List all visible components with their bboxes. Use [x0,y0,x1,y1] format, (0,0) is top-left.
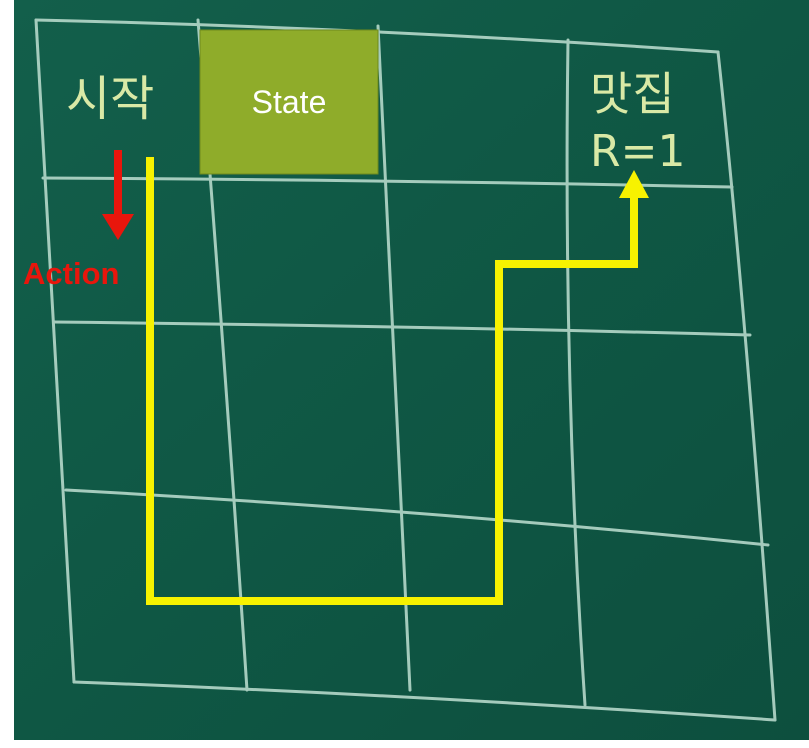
grid-row-line-3 [64,488,770,547]
start-label: 시작 [66,71,154,127]
grid-border-left [34,18,76,684]
action-arrow [102,150,134,240]
grid-row-line-2 [52,320,752,337]
grid-col-line-2 [376,24,412,692]
reward-label: R=1 [590,126,685,177]
state-label: State [252,84,327,120]
action-arrow-head [102,214,134,240]
goal-label: 맛집 [590,67,675,121]
agent-path-arrowhead [619,170,649,198]
state-box [199,29,379,175]
agent-path-line [146,157,638,605]
grid-col-line-3 [565,38,587,707]
grid-border-bottom [72,680,777,722]
grid-border-right [716,50,777,722]
action-label: Action [23,256,119,291]
agent-path [146,157,649,605]
